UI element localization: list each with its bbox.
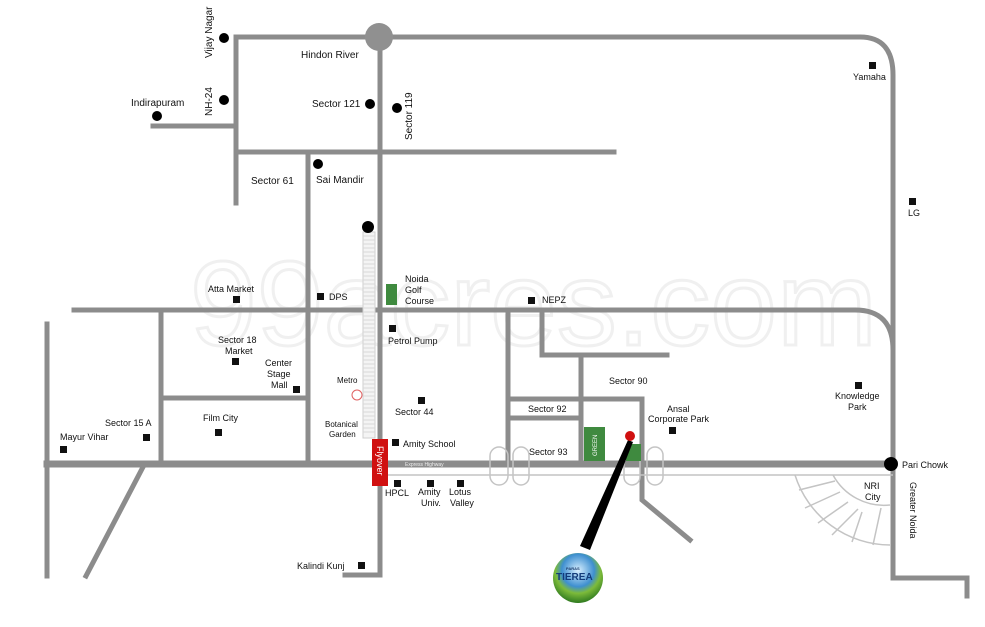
svg-text:Mayur Vihar: Mayur Vihar: [60, 432, 108, 442]
svg-text:Knowledge: Knowledge: [835, 391, 880, 401]
svg-text:Express Highway: Express Highway: [405, 462, 444, 468]
svg-text:Sector 90: Sector 90: [609, 376, 648, 386]
svg-text:Sector 119: Sector 119: [404, 92, 415, 140]
svg-text:Atta Market: Atta Market: [208, 284, 255, 294]
svg-text:NEPZ: NEPZ: [542, 295, 567, 305]
svg-text:Sector 15 A: Sector 15 A: [105, 418, 152, 428]
svg-text:Indirapuram: Indirapuram: [131, 98, 184, 109]
green-area: [584, 427, 605, 461]
svg-text:Hindon River: Hindon River: [301, 50, 359, 61]
nepz-road: [71, 307, 896, 353]
svg-text:Sector 93: Sector 93: [529, 447, 568, 457]
roads: [43, 34, 970, 599]
svg-text:Course: Course: [405, 296, 434, 306]
svg-text:Sector 92: Sector 92: [528, 404, 567, 414]
svg-text:Sector 61: Sector 61: [251, 176, 294, 187]
svg-text:Metro: Metro: [337, 376, 358, 385]
map-labels: Vijay Nagar Hindon River NH-24 Indirapur…: [60, 6, 949, 571]
svg-text:Lotus: Lotus: [449, 487, 472, 497]
svg-text:Sector 44: Sector 44: [395, 407, 434, 417]
metro-line: [351, 221, 376, 439]
poi-markers: [60, 62, 916, 569]
golf-course-area: [386, 284, 397, 305]
metro-end-dot: [362, 221, 374, 233]
sector119-dot: [392, 103, 402, 113]
svg-text:Vijay Nagar: Vijay Nagar: [204, 6, 215, 58]
flyover: [372, 439, 388, 486]
svg-text:Amity: Amity: [418, 487, 441, 497]
svg-text:NH-24: NH-24: [204, 87, 215, 116]
pari-chowk-dot: [884, 457, 898, 471]
svg-text:TIEREA: TIEREA: [556, 572, 593, 583]
svg-text:Film City: Film City: [203, 413, 238, 423]
central-road: [342, 34, 383, 578]
svg-text:Golf: Golf: [405, 285, 422, 295]
svg-text:Park: Park: [848, 402, 867, 412]
svg-text:Corporate Park: Corporate Park: [648, 414, 710, 424]
svg-text:Amity School: Amity School: [403, 439, 456, 449]
svg-text:Stage: Stage: [267, 369, 291, 379]
svg-text:GREEN: GREEN: [593, 435, 599, 456]
project-location-marker: [625, 431, 635, 441]
outer-road: [233, 34, 970, 599]
svg-text:Valley: Valley: [450, 498, 474, 508]
sector121-dot: [365, 99, 375, 109]
metro-station-icon: [351, 389, 363, 401]
nri-city-spiral: [794, 474, 891, 546]
vijay-nagar-dot: [219, 33, 229, 43]
svg-text:Ansal: Ansal: [667, 404, 690, 414]
svg-text:Center: Center: [265, 358, 292, 368]
svg-text:Petrol Pump: Petrol Pump: [388, 336, 438, 346]
svg-text:Kalindi Kunj: Kalindi Kunj: [297, 561, 345, 571]
svg-text:PARAS: PARAS: [566, 566, 580, 571]
svg-text:DPS: DPS: [329, 292, 348, 302]
sai-mandir-dot: [313, 159, 323, 169]
svg-text:Greater Noida: Greater Noida: [908, 482, 918, 539]
svg-text:City: City: [865, 492, 881, 502]
svg-text:Garden: Garden: [329, 430, 356, 439]
svg-text:Flyover: Flyover: [375, 446, 385, 476]
svg-text:Pari Chowk: Pari Chowk: [902, 460, 949, 470]
svg-text:Sai Mandir: Sai Mandir: [316, 175, 364, 186]
svg-text:Sector 121: Sector 121: [312, 99, 361, 110]
project-pointer: [580, 440, 633, 550]
svg-text:Noida: Noida: [405, 274, 429, 284]
svg-text:Univ.: Univ.: [421, 498, 441, 508]
nh24-dot: [219, 95, 229, 105]
indirapuram-dot: [152, 111, 162, 121]
svg-text:Mall: Mall: [271, 380, 288, 390]
project-logo[interactable]: PARAS TIEREA: [553, 553, 603, 603]
svg-text:HPCL: HPCL: [385, 488, 409, 498]
svg-text:NRI: NRI: [864, 481, 880, 491]
svg-text:Market: Market: [225, 346, 253, 356]
svg-text:Yamaha: Yamaha: [853, 72, 886, 82]
svg-text:Botanical: Botanical: [325, 420, 358, 429]
svg-text:LG: LG: [908, 208, 920, 218]
hindon-river-marker: [365, 23, 393, 51]
svg-text:Sector 18: Sector 18: [218, 335, 257, 345]
